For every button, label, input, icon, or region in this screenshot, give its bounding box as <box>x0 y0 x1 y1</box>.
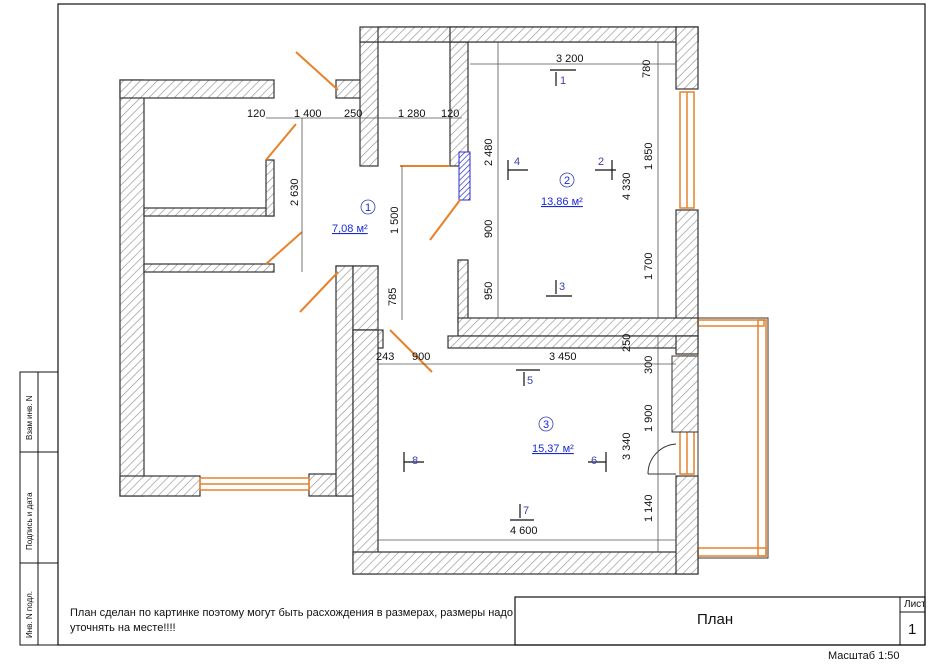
dim-900-room2: 900 <box>483 220 495 238</box>
room-1-number: 1 <box>365 202 371 214</box>
view-6: 6 <box>591 455 597 467</box>
dim-3450: 3 450 <box>549 351 577 363</box>
room-3-area: 15,37 м² <box>532 443 574 455</box>
room-2-area: 13,86 м² <box>541 196 583 208</box>
dim-1500: 1 500 <box>389 206 401 234</box>
stamp-signature-date: Подпись и дата <box>25 492 34 550</box>
dim-120-left: 120 <box>247 108 265 120</box>
dim-250-right: 250 <box>621 334 633 352</box>
sheet-frame <box>57 3 926 646</box>
view-8: 8 <box>412 455 418 467</box>
stamp-original-inv: Инв. N подл. <box>25 591 34 638</box>
dim-243: 243 <box>376 351 394 363</box>
dim-1140: 1 140 <box>643 494 655 522</box>
sheet-number: 1 <box>908 621 916 638</box>
dim-2630: 2 630 <box>289 178 301 206</box>
view-3: 3 <box>559 281 565 293</box>
room-3-number: 3 <box>543 419 549 431</box>
view-markers <box>403 69 616 521</box>
view-2: 2 <box>598 156 604 168</box>
dim-4330: 4 330 <box>621 172 633 200</box>
new-partition <box>458 151 471 201</box>
dim-1280: 1 280 <box>398 108 426 120</box>
dim-1850: 1 850 <box>643 142 655 170</box>
dim-3340: 3 340 <box>621 432 633 460</box>
dim-250-top: 250 <box>344 108 362 120</box>
dim-1400: 1 400 <box>294 108 322 120</box>
walls <box>119 26 699 575</box>
dim-785: 785 <box>387 288 399 306</box>
dim-4600: 4 600 <box>510 525 538 537</box>
drawing-note-line-1: План сделан по картинке поэтому могут бы… <box>70 607 513 619</box>
view-1: 1 <box>560 75 566 87</box>
dim-1900: 1 900 <box>643 404 655 432</box>
room-1-area: 7,08 м² <box>332 223 368 235</box>
room-3-label: 3 15,37 м² <box>532 416 574 455</box>
dimension-lines <box>266 42 676 552</box>
view-4: 4 <box>514 156 520 168</box>
drawing-note-line-2: уточнять на месте!!!! <box>70 622 176 634</box>
stamp-replaced-inv: Взам инв. N <box>25 395 34 440</box>
room-2-label: 2 13,86 м² <box>541 172 583 208</box>
doors <box>265 51 677 475</box>
view-5: 5 <box>527 375 533 387</box>
dim-300: 300 <box>643 356 655 374</box>
room-1-label: 1 7,08 м² <box>332 199 376 235</box>
dim-1700: 1 700 <box>643 252 655 280</box>
sheet-label: Лист <box>904 599 926 610</box>
balcony-frame <box>671 317 769 559</box>
side-stamp: Взам инв. N Подпись и дата Инв. N подл. <box>19 371 59 646</box>
scale-label: Масштаб 1:50 <box>828 650 900 662</box>
view-7: 7 <box>523 505 529 517</box>
dim-3200: 3 200 <box>556 53 584 65</box>
drawing-title: План <box>697 611 733 628</box>
dim-950: 950 <box>483 282 495 300</box>
dim-780: 780 <box>641 60 653 78</box>
dim-900-room3: 900 <box>412 351 430 363</box>
title-block <box>514 596 926 646</box>
dim-2480: 2 480 <box>483 138 495 166</box>
dim-120-right: 120 <box>441 108 459 120</box>
room-2-number: 2 <box>564 175 570 187</box>
